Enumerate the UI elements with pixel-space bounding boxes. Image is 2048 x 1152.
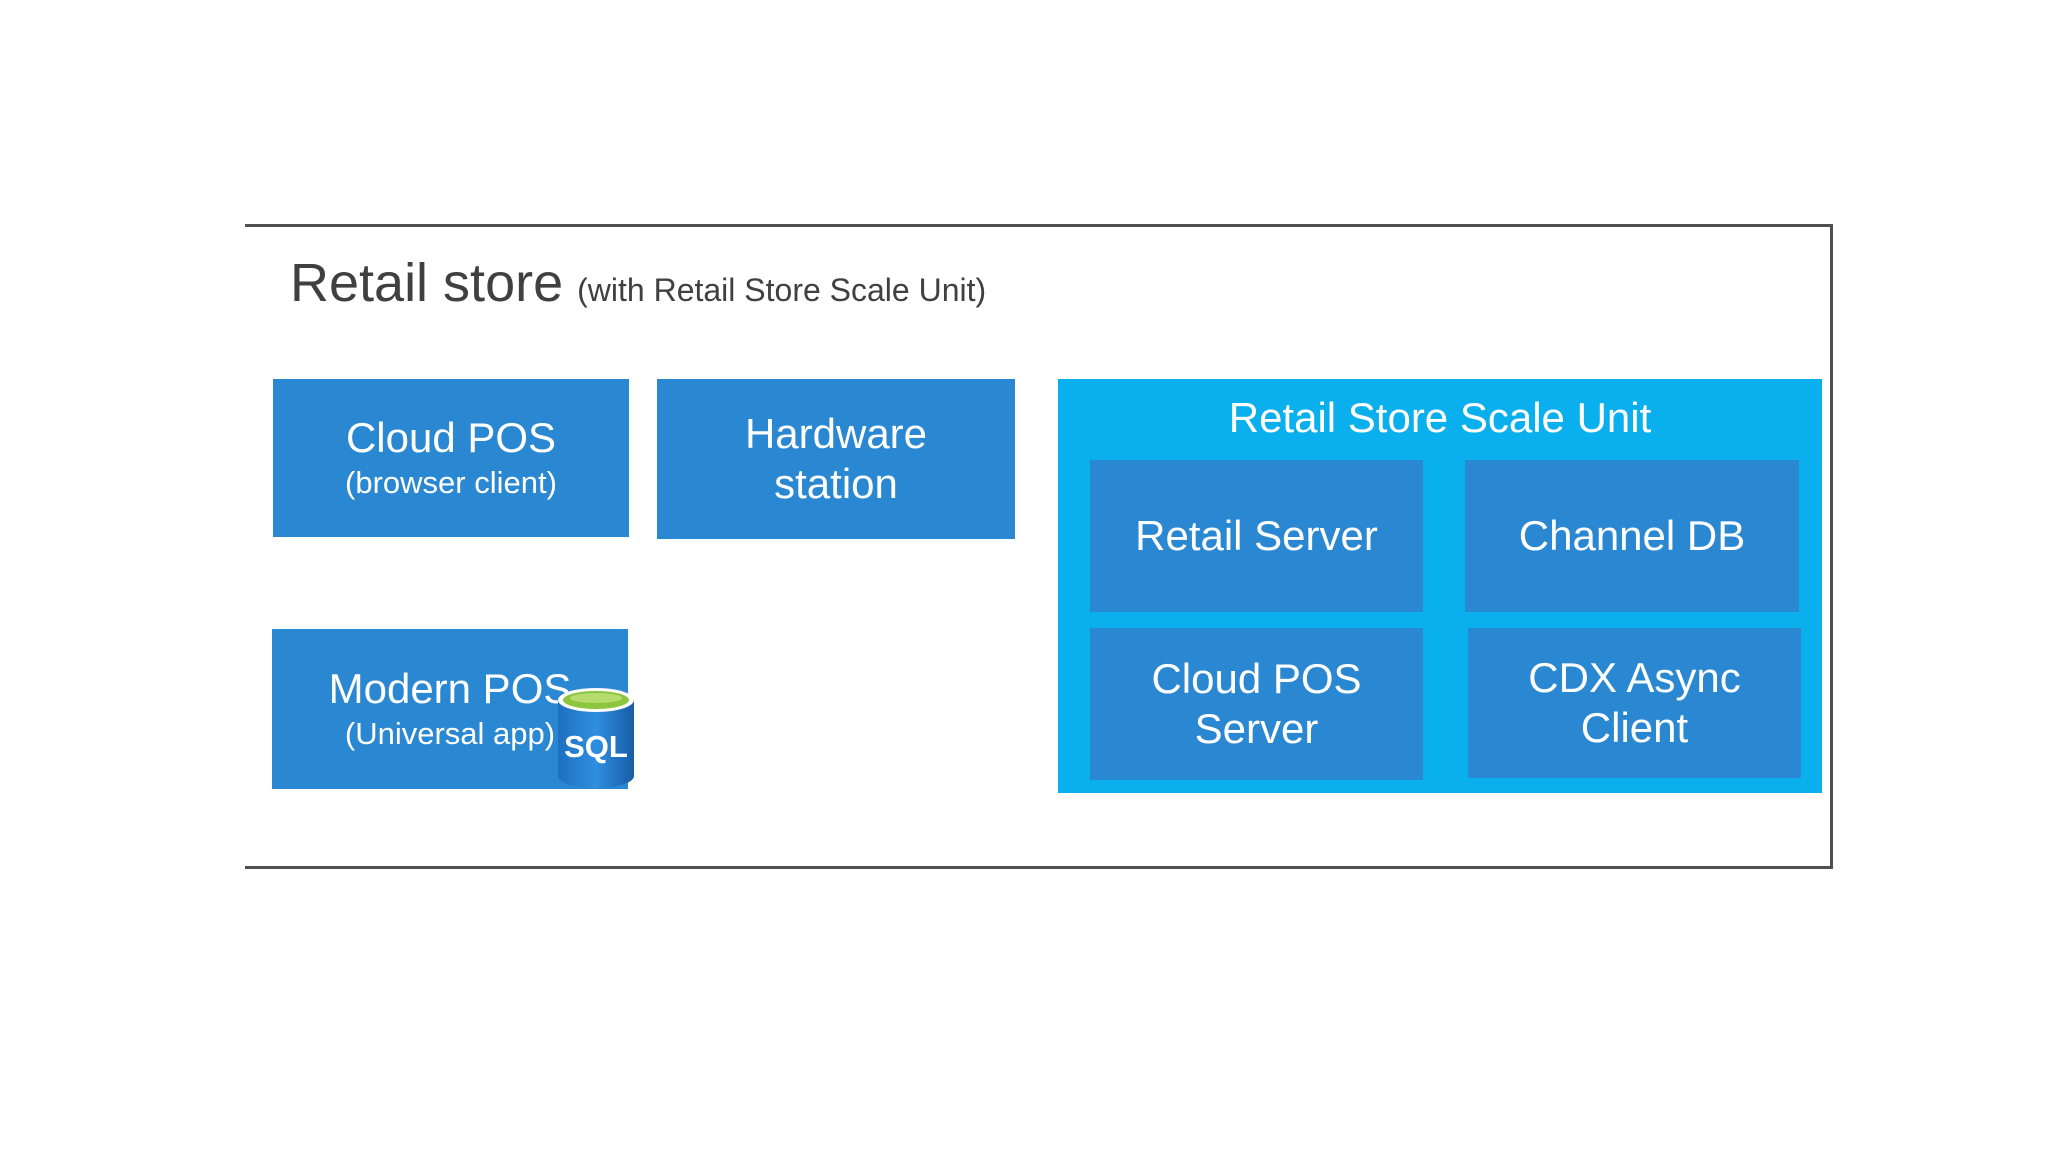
scale-unit-title: Retail Store Scale Unit [1228,394,1652,441]
cdx-async-client-line1: CDX Async [1528,654,1741,701]
retail-server-label: Retail Server [1135,512,1378,559]
modern-pos-title: Modern POS [328,665,572,712]
store-title-subtitle: (with Retail Store Scale Unit) [577,272,987,308]
hardware-station-line2: station [774,460,898,507]
cloud-pos-subtitle: (browser client) [345,465,557,500]
sql-label: SQL [564,729,628,764]
cdx-async-client-tile: CDX Async Client [1468,628,1801,778]
cdx-async-client-line2: Client [1580,704,1689,751]
sql-database-icon [558,688,634,788]
cloud-pos-server-line1: Cloud POS [1151,655,1362,702]
cloud-pos-server-tile: Cloud POS Server [1090,628,1423,780]
hardware-station-line1: Hardware [744,410,928,457]
retail-store-frame [245,224,1833,869]
hardware-station-tile: Hardware station [657,379,1015,539]
modern-pos-subtitle: (Universal app) [344,716,556,751]
cloud-pos-tile: Cloud POS (browser client) [273,379,629,537]
channel-db-tile: Channel DB [1465,460,1799,612]
retail-server-tile: Retail Server [1090,460,1423,612]
cloud-pos-server-line2: Server [1194,705,1319,752]
channel-db-label: Channel DB [1518,512,1746,559]
cloud-pos-title: Cloud POS [345,414,557,461]
retail-store-title: Retail store (with Retail Store Scale Uni… [290,252,986,314]
store-title-main: Retail store [290,253,564,313]
